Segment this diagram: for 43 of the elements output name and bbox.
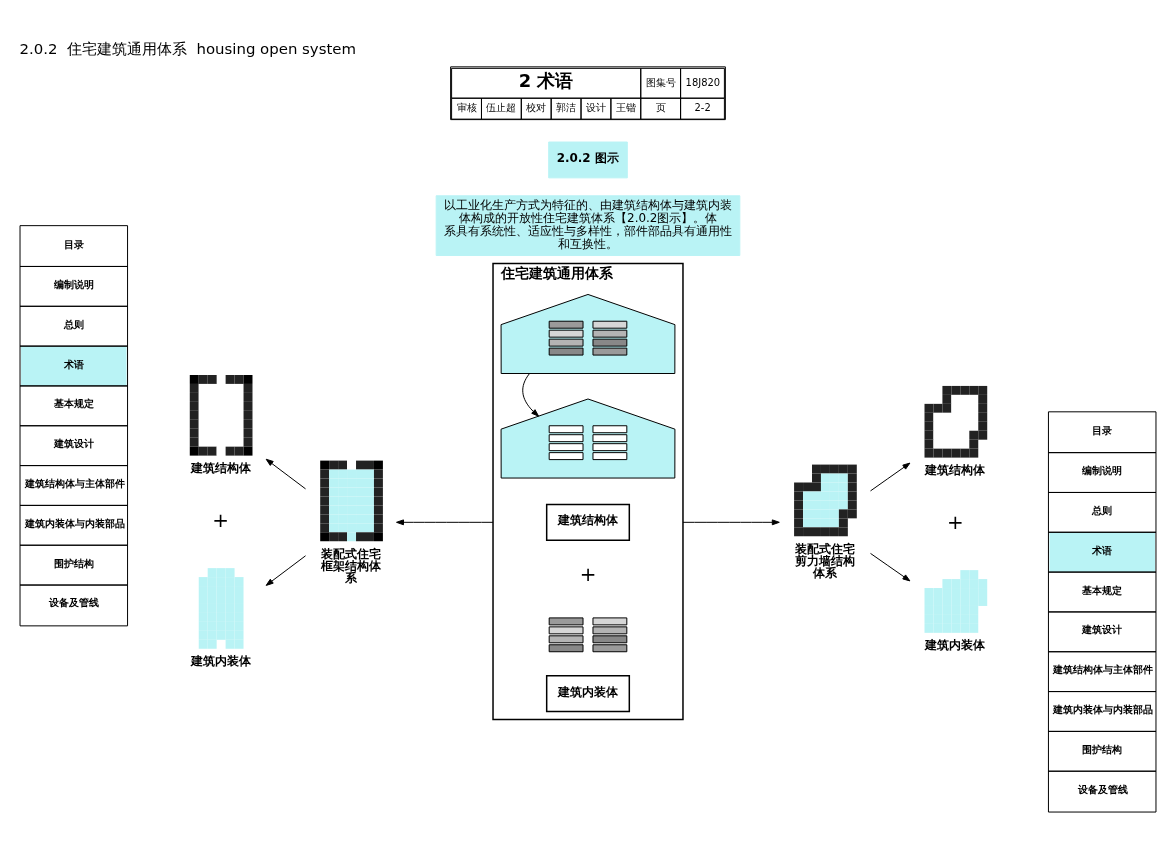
label: 基本规定 (1082, 584, 1123, 596)
label: 2 术语 (518, 69, 574, 91)
node-label: 装配式住宅框架结构体系 (321, 546, 382, 585)
label: 围护结构 (1082, 743, 1123, 755)
label: 围护结构 (53, 557, 94, 569)
label: 郭洁 (556, 102, 577, 114)
node-label: 建筑内装体 (925, 638, 986, 653)
label: 目录 (1092, 425, 1113, 437)
label: 编制说明 (53, 278, 94, 290)
caption: 2.0.2 图示 (556, 151, 619, 166)
label: 总则 (1092, 504, 1113, 516)
label: 建筑结构体与主体部件 (1053, 664, 1154, 676)
node-label: 建筑结构体 (190, 461, 251, 476)
label: 18J820 (685, 76, 721, 88)
label: 设备及管线 (1077, 783, 1128, 795)
label: 2-2 (694, 102, 711, 114)
label: 基本规定 (53, 398, 94, 410)
label: 设计 (586, 102, 607, 114)
label: 编制说明 (1082, 465, 1123, 477)
diagram-title: 2.0.2 住宅建筑通用体系 housing open system (19, 39, 357, 58)
label: 伍止超 (486, 102, 517, 114)
label: 设备及管线 (49, 597, 100, 609)
label: 建筑内装体与内装部品 (1053, 703, 1154, 715)
label: 目录 (63, 239, 84, 251)
label: 术语 (1092, 544, 1113, 556)
label: 王锴 (615, 102, 636, 114)
label: 页 (655, 102, 666, 114)
label: + (212, 509, 229, 533)
label: 审核 (456, 102, 477, 114)
node-label: 建筑结构体 (925, 463, 986, 478)
label: 以工业化生产方式为特征的、由建筑结构体与建筑内装体构成的开放性住宅建筑体系【2.0.2图示】。体系具有系统性、适应性与多样性，部件部品具有通用性和互换性。 (444, 198, 733, 252)
label: + (579, 563, 597, 587)
label: 总则 (63, 318, 84, 330)
label: + (947, 511, 964, 535)
label: 术语 (63, 358, 84, 370)
label: 校对 (526, 102, 547, 114)
label: 建筑设计 (1082, 624, 1123, 636)
node-label: 装配式住宅剪力墙结构体系 (795, 541, 856, 580)
label: 图集号 (645, 76, 676, 88)
label: 建筑设计 (53, 438, 94, 450)
label: 建筑内装体与内装部品 (25, 517, 126, 529)
node-label: 建筑内装体 (190, 654, 251, 669)
label: 建筑结构体与主体部件 (25, 477, 126, 489)
